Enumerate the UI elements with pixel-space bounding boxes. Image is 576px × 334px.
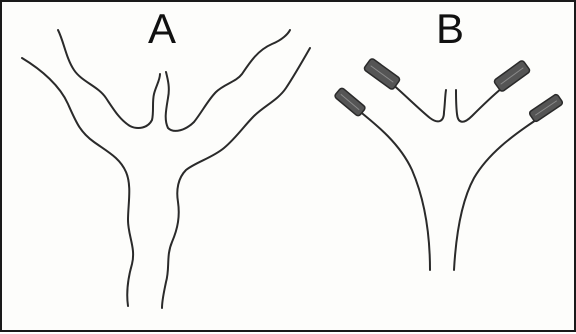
panel-b-smooth-branching xyxy=(334,58,564,270)
b-cap-inner-right xyxy=(493,60,530,92)
b-outer-right-contour xyxy=(454,120,536,270)
b-outer-left-contour xyxy=(358,110,430,270)
b-inner-left-contour xyxy=(390,82,446,121)
panel-a-irregular-branching xyxy=(22,30,310,308)
a-outer-right-contour xyxy=(162,48,310,308)
a-outer-left-contour xyxy=(22,58,133,306)
b-cap-far-left xyxy=(334,87,366,117)
a-inner-right-contour xyxy=(166,30,290,131)
b-cap-far-right xyxy=(529,94,564,123)
b-cap-inner-left xyxy=(363,58,400,90)
b-inner-right-contour xyxy=(456,88,502,122)
